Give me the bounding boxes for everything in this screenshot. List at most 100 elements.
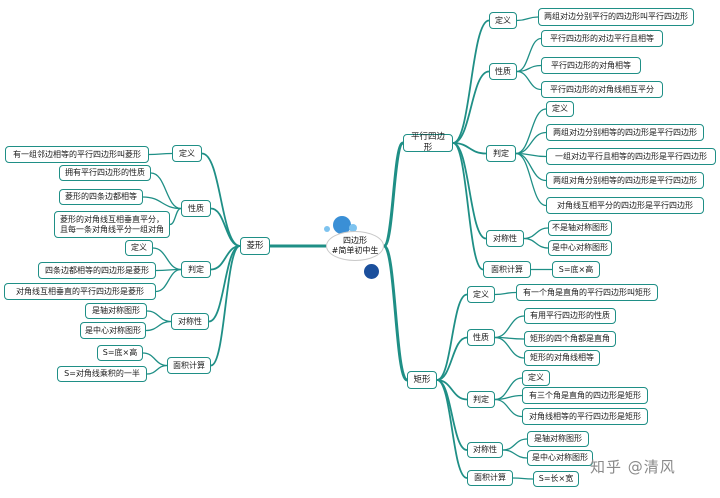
connector-line	[452, 142, 487, 155]
parallelogram-property-item: 平行四边形的对角相等	[541, 57, 641, 74]
connector-line	[494, 394, 523, 401]
connector-line	[494, 315, 525, 339]
parallelogram-definition-item: 两组对边分别平行的四边形叫平行四边形	[538, 8, 694, 26]
rectangle-symmetry[interactable]: 对称性	[467, 442, 503, 458]
connector-line	[515, 152, 547, 207]
rhombus-area-item: S=对角线乘积的一半	[57, 366, 147, 382]
connector-line	[148, 152, 173, 156]
connector-line	[436, 379, 468, 479]
rectangle-determination-item: 定义	[522, 370, 550, 386]
rhombus-determination[interactable]: 判定	[181, 261, 211, 278]
connector-line	[146, 310, 172, 323]
parallelogram-symmetry[interactable]: 对称性	[486, 230, 524, 247]
connector-line	[494, 291, 517, 296]
parallelogram-symmetry-item: 不是轴对称图形	[548, 220, 612, 236]
connector-line	[494, 336, 525, 359]
parallelogram-determination-item: 两组对边分别相等的四边形是平行四边形	[546, 124, 704, 141]
rhombus-property-item: 菱形的对角线互相垂直平分， 且每一条对角线平分一组对角	[54, 211, 170, 238]
parallelogram-property-item: 平行四边形的对角线相互平分	[541, 81, 663, 98]
connector-line	[210, 207, 241, 247]
parallelogram-area[interactable]: 面积计算	[483, 261, 531, 278]
rhombus-property-item: 拥有平行四边形的性质	[59, 165, 151, 181]
rhombus-definition[interactable]: 定义	[172, 145, 202, 162]
bubble-decoration-tiny	[324, 226, 330, 232]
connector-line	[452, 19, 490, 144]
root-node[interactable]: 四边形 #简单初中生	[326, 231, 384, 261]
rhombus-determination-item: 四条边都相等的四边形是菱形	[38, 262, 156, 279]
rectangle-properties[interactable]: 性质	[467, 329, 495, 346]
branch-rhombus[interactable]: 菱形	[240, 237, 270, 255]
connector-line	[436, 293, 468, 381]
connector-line	[516, 37, 542, 73]
parallelogram-definition[interactable]: 定义	[489, 12, 517, 29]
rectangle-properties-item: 矩形的四个角都是直角	[524, 331, 616, 347]
branch-rectangle[interactable]: 矩形	[407, 371, 437, 389]
connector-line	[382, 141, 405, 248]
parallelogram-determination-item: 两组对角分别相等的四边形是平行四边形	[546, 172, 704, 189]
root-title: 四边形	[343, 236, 367, 245]
rectangle-symmetry-item: 是轴对称图形	[527, 431, 589, 447]
rectangle-area-item: S=长×宽	[533, 471, 579, 487]
rhombus-area-item: S=底×高	[97, 345, 143, 361]
rectangle-definition[interactable]: 定义	[467, 286, 495, 303]
connector-line	[155, 268, 182, 293]
parallelogram-determination-item: 一组对边平行且相等的四边形是平行四边形	[546, 148, 716, 165]
connector-line	[515, 152, 547, 182]
connector-line	[494, 398, 523, 418]
connector-line	[515, 108, 547, 155]
rhombus-determination-item: 定义	[125, 240, 153, 256]
rectangle-determination[interactable]: 判定	[467, 391, 495, 408]
bubble-decoration-bottom	[364, 264, 379, 279]
rectangle-determination-item: 对角线相等的平行四边形是矩形	[522, 408, 648, 425]
connector-line	[210, 245, 241, 367]
rectangle-properties-item: 有用平行四边形的性质	[524, 308, 616, 324]
parallelogram-properties[interactable]: 性质	[489, 63, 517, 80]
connector-line	[169, 207, 182, 226]
connector-line	[452, 142, 484, 271]
connector-line	[150, 172, 182, 210]
parallelogram-determination-item: 对角线互相平分的四边形是平行四边形	[546, 197, 704, 214]
connector-line	[523, 237, 549, 249]
connector-line	[382, 244, 409, 382]
parallelogram-determination[interactable]: 判定	[486, 145, 516, 162]
rectangle-properties-item: 矩形的对角线相等	[524, 350, 600, 366]
rhombus-symmetry[interactable]: 对称性	[171, 313, 209, 330]
rectangle-determination-item: 有三个角是直角的四边形是矩形	[522, 387, 648, 404]
bubble-decoration-large	[333, 216, 351, 234]
connector-line	[152, 247, 182, 271]
connector-line	[515, 131, 547, 155]
parallelogram-area-item: S=底×高	[552, 261, 600, 278]
rhombus-definition-item: 有一组邻边相等的平行四边形叫菱形	[5, 146, 149, 163]
rectangle-definition-item: 有一个角是直角的平行四边形叫矩形	[516, 284, 658, 301]
root-subtitle: #简单初中生	[331, 246, 379, 255]
connector-line	[516, 70, 542, 91]
connector-line	[146, 364, 168, 375]
connector-line	[502, 438, 528, 451]
connector-line	[142, 352, 168, 367]
rhombus-property-item: 菱形的四条边都相等	[59, 189, 143, 205]
watermark-text: 知乎 @清风	[590, 458, 676, 476]
connector-line	[512, 477, 534, 480]
rhombus-area[interactable]: 面积计算	[167, 357, 211, 374]
parallelogram-determination-item: 定义	[546, 101, 574, 117]
rhombus-properties[interactable]: 性质	[181, 200, 211, 217]
branch-parallelogram[interactable]: 平行四边形	[403, 132, 453, 153]
rhombus-symmetry-item: 是中心对称图形	[80, 322, 146, 339]
connector-line	[523, 227, 549, 240]
rhombus-symmetry-item: 是轴对称图形	[85, 303, 147, 319]
connector-line	[142, 196, 182, 210]
connector-line	[516, 64, 542, 73]
rhombus-determination-item: 对角线互相垂直的平行四边形是菱形	[4, 283, 156, 300]
parallelogram-symmetry-item: 是中心对称图形	[548, 240, 612, 256]
connector-line	[145, 320, 172, 332]
connector-line	[452, 70, 490, 144]
rectangle-area[interactable]: 面积计算	[467, 470, 513, 486]
parallelogram-property-item: 平行四边形的对边平行且相等	[541, 30, 663, 47]
connector-line	[502, 449, 528, 459]
connector-line	[516, 16, 539, 22]
bubble-decoration-small	[349, 224, 357, 232]
connector-line	[436, 336, 468, 381]
rectangle-symmetry-item: 是中心对称图形	[527, 450, 593, 466]
